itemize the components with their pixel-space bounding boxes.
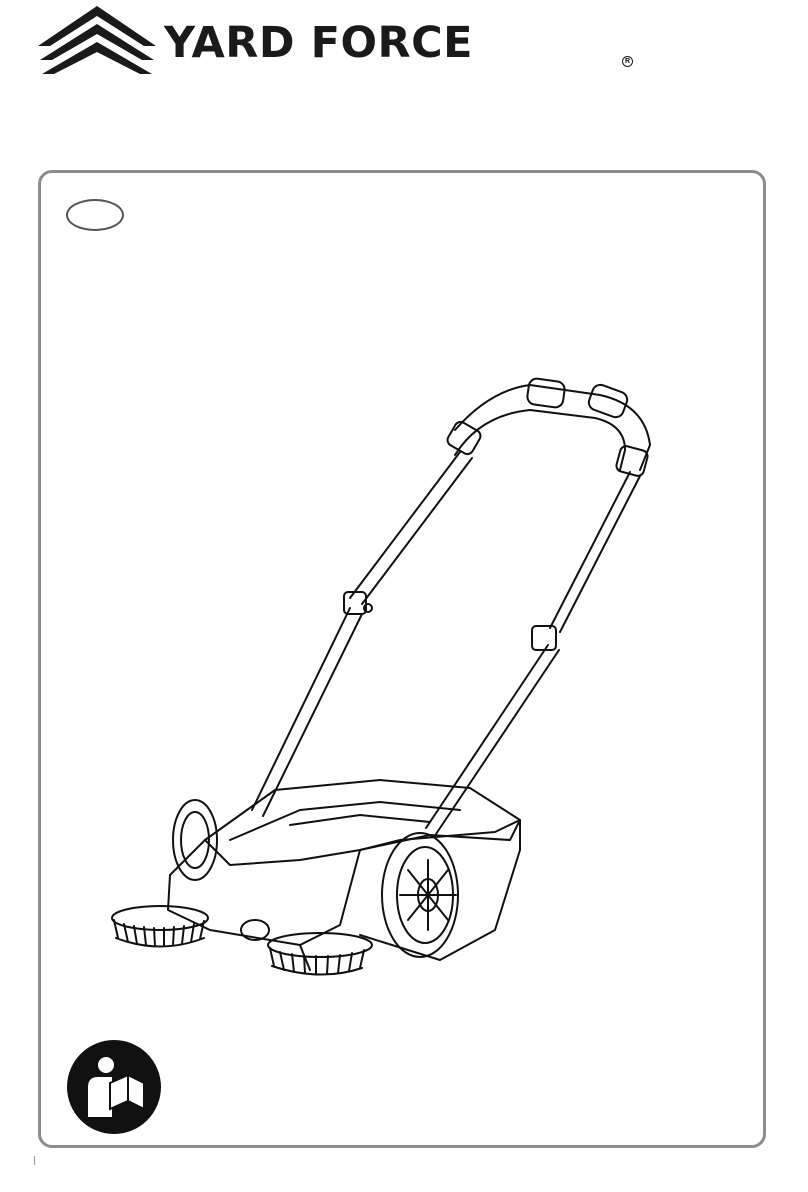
- brand-name: YARD FORCE: [164, 22, 473, 65]
- language-badge: [66, 199, 124, 231]
- chevron-mountain-icon: [36, 4, 158, 80]
- page-mark: [34, 1156, 35, 1165]
- registered-mark: R: [622, 56, 633, 67]
- header: YARD FORCE R: [36, 4, 636, 84]
- push-sweeper-illustration: [100, 370, 680, 980]
- read-manual-icon: [66, 1039, 162, 1135]
